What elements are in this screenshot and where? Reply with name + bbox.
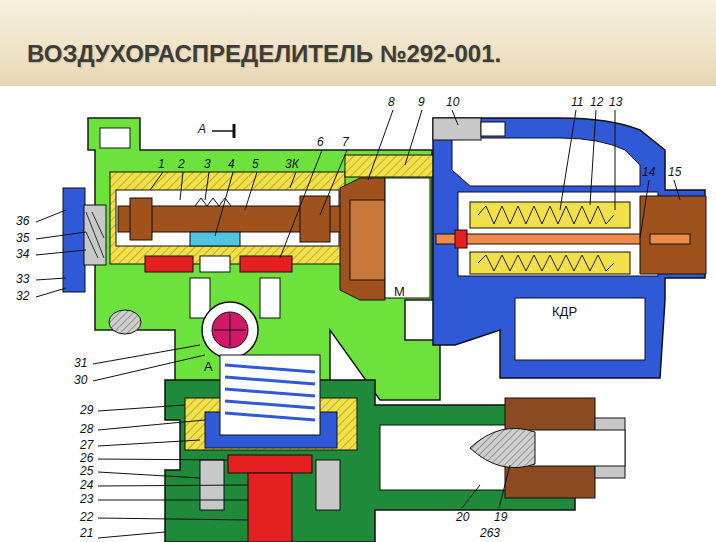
callout-number: 20 — [456, 511, 469, 524]
callout-number: 31 — [74, 357, 87, 370]
chamber-label: КДР — [552, 305, 577, 318]
callout-number: 10 — [446, 96, 459, 109]
callout-number: 35 — [16, 232, 29, 245]
callout-number: 25 — [80, 465, 93, 478]
callout-number: 36 — [16, 215, 29, 228]
callout-number: 7 — [342, 136, 349, 149]
callout-number: 12 — [590, 96, 603, 109]
callout-number: 23 — [80, 493, 93, 506]
callout-number: 28 — [80, 423, 93, 436]
callout-number: 34 — [16, 248, 29, 261]
callout-number: 9 — [418, 96, 425, 109]
callout-number: 15 — [668, 166, 681, 179]
callout-number: 30 — [74, 374, 87, 387]
callout-number: 13 — [609, 96, 622, 109]
callout-number: 29 — [80, 404, 93, 417]
callout-number: 2 — [178, 158, 185, 171]
callout-number: 5 — [252, 158, 259, 171]
callout-number: 24 — [80, 479, 93, 492]
callout-number: 8 — [388, 96, 395, 109]
callout-number: 14 — [642, 166, 655, 179]
diagram-title: ВОЗДУХОРАСПРЕДЕЛИТЕЛЬ №292-001. — [27, 40, 501, 68]
callout-number: 3 — [204, 158, 211, 171]
callout-number: 6 — [317, 136, 324, 149]
callout-number: 4 — [228, 158, 235, 171]
callout-number: 3К — [285, 158, 299, 171]
callout-number: 11 — [571, 96, 583, 109]
callout-number: А — [198, 123, 206, 136]
callout-number: 32 — [16, 290, 29, 303]
chamber-label: М — [394, 285, 405, 298]
callout-number: 1 — [158, 158, 165, 171]
callout-number: 27 — [80, 439, 93, 452]
chamber-label: А — [204, 360, 213, 373]
callout-number: 21 — [80, 527, 93, 540]
callout-number: 26 — [80, 452, 93, 465]
callout-number: 33 — [16, 273, 29, 286]
callout-number: 22 — [80, 511, 93, 524]
callout-number: 263 — [480, 527, 500, 540]
callout-number: 19 — [494, 511, 507, 524]
